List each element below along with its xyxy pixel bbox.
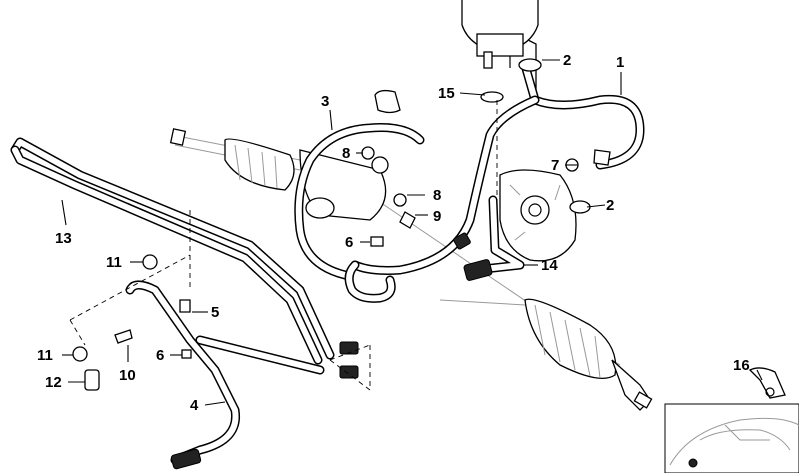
callout-11: 11 (37, 347, 53, 364)
fluid-reservoir (461, 0, 539, 105)
callout-labels: 1 2 2 3 4 5 6 6 7 8 8 9 10 11 11 12 13 1… (37, 52, 750, 414)
vehicle-thumbnail (664, 403, 799, 473)
callout-4: 4 (190, 397, 199, 414)
callout-14: 14 (541, 257, 558, 274)
callout-6: 6 (156, 347, 164, 364)
callout-8: 8 (342, 145, 350, 162)
hose-13 (10, 137, 335, 365)
callout-16: 16 (733, 357, 750, 374)
hose-14 (344, 195, 525, 303)
callout-9: 9 (433, 208, 441, 225)
callout-6: 6 (345, 234, 353, 251)
callout-7: 7 (551, 157, 559, 174)
callout-8: 8 (433, 187, 441, 204)
callout-11: 11 (106, 254, 122, 271)
callout-2: 2 (563, 52, 571, 69)
callout-2: 2 (606, 197, 614, 214)
callout-15: 15 (438, 85, 455, 102)
hose-4 (125, 280, 325, 470)
callout-10: 10 (119, 367, 136, 384)
hose-1 (350, 60, 645, 275)
small-parts (72, 58, 786, 399)
hose-3 (294, 123, 425, 280)
callout-3: 3 (321, 93, 329, 110)
callout-12: 12 (45, 374, 62, 391)
callout-5: 5 (211, 304, 219, 321)
leader-lines (61, 59, 763, 406)
steering-rack (169, 89, 653, 411)
callout-1: 1 (616, 54, 624, 71)
guide-lines (69, 100, 498, 391)
callout-13: 13 (55, 230, 72, 247)
power-steering-pump (499, 169, 577, 262)
